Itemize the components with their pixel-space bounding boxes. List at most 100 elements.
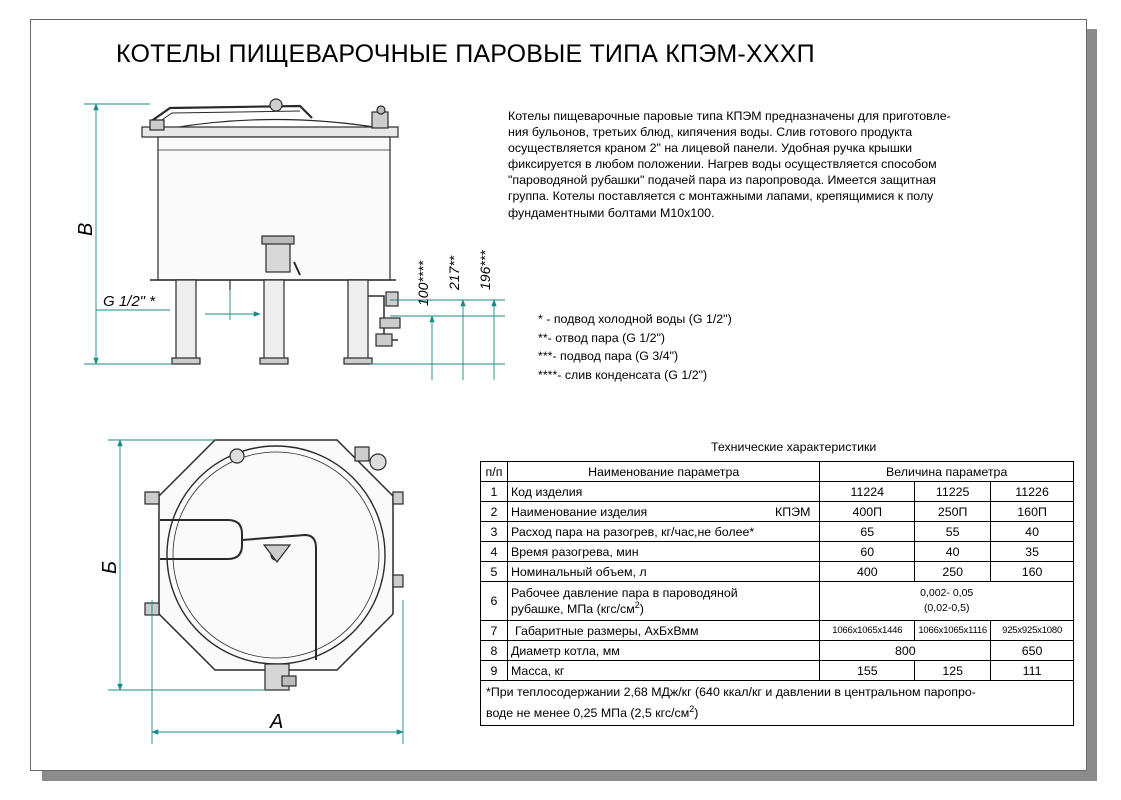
- row-name-text: Диаметр котла, мм: [510, 643, 620, 658]
- description-line: группа. Котелы поставляется с монтажными…: [508, 189, 934, 204]
- row-name-text: Время разогрева, мин: [510, 544, 639, 559]
- superscript: 2: [634, 599, 640, 610]
- cell-value: 800: [819, 640, 992, 661]
- cell-value: 250П: [914, 501, 992, 522]
- row-name: Код изделия: [506, 481, 821, 502]
- table-row: 7 Габаритные размеры, АхБхВмм 1066x1065x…: [480, 620, 1074, 641]
- row-name-text: ): [639, 602, 644, 617]
- cell-value: 400П: [819, 501, 916, 522]
- row-name: Диаметр котла, мм: [506, 640, 821, 661]
- description-line: Котелы пищеварочные паровые типа КПЭМ пр…: [508, 109, 951, 123]
- table-row: 5 Номинальный объем, л 400 250 160: [480, 561, 1074, 582]
- dim-label-a: А: [269, 711, 283, 733]
- description-line: фиксируется в любом положении. Нагрев во…: [508, 157, 937, 172]
- top-view-dimensions: [108, 439, 404, 744]
- cell-value: 125: [914, 660, 992, 681]
- header-name: Наименование параметра: [506, 461, 821, 482]
- front-view-drawing: [141, 98, 401, 365]
- dim-label-196: 196***: [477, 250, 493, 290]
- connection-notes: * - подвод холодной воды (G 1/2") **- от…: [538, 310, 732, 384]
- row-name: Время разогрева, мин: [506, 541, 821, 562]
- note-item: ****- слив конденсата (G 1/2"): [538, 367, 708, 382]
- front-view-dimensions: [84, 103, 505, 380]
- cell-value: 55: [914, 521, 992, 542]
- cell-value: 160П: [990, 501, 1074, 522]
- cell-value: 40: [914, 541, 992, 562]
- note-item: ***- подвод пара (G 3/4"): [538, 349, 679, 364]
- cell-value: 65: [819, 521, 916, 542]
- cell-value: 35: [990, 541, 1074, 562]
- superscript: 2: [689, 704, 695, 714]
- dim-label-217: 217**: [446, 255, 462, 291]
- row-name-text: Код изделия: [510, 484, 583, 499]
- row-num: 4: [480, 541, 508, 562]
- row-num: 1: [480, 481, 508, 502]
- row-name-suffix: КПЭМ: [775, 504, 811, 519]
- footnote-line-2: воде не менее 0,25 МПа (2,5 кгс/см2): [486, 701, 1068, 722]
- dim-label-v: В: [75, 223, 97, 236]
- row-num: 9: [480, 660, 508, 681]
- header-num: п/п: [480, 461, 508, 482]
- table-row: 1 Код изделия 11224 11225 11226: [480, 481, 1074, 502]
- cell-value: 250: [914, 561, 992, 582]
- cell-value: 111: [990, 660, 1074, 681]
- row-name-text: рубашке, МПа (кгс/см: [510, 602, 635, 617]
- row-name: Номинальный объем, л: [506, 561, 821, 582]
- row-name-text: Расход пара на разогрев, кг/час,не более…: [510, 524, 755, 539]
- cell-value: 155: [819, 660, 916, 681]
- cell-value: 650: [990, 640, 1074, 661]
- cell-value: 1066x1065x1116: [914, 620, 992, 641]
- table-row: 9 Масса, кг 155 125 111: [480, 660, 1074, 681]
- row-num: 2: [480, 501, 508, 522]
- footnote-text: воде не менее 0,25 МПа (2,5 кгс/см: [486, 706, 690, 721]
- row-name-text: Рабочее давление пара в пароводяной: [510, 585, 738, 600]
- product-description: Котелы пищеварочные паровые типа КПЭМ пр…: [508, 108, 1028, 221]
- table-row: 2 Наименование изделия КПЭМ 400П 250П 160…: [480, 501, 1074, 522]
- dim-label-b: Б: [99, 561, 121, 574]
- row-num: 7: [480, 620, 508, 641]
- top-view-drawing: [144, 439, 404, 691]
- row-name-text: Наименование изделия: [510, 504, 648, 519]
- page-title: КОТЕЛЫ ПИЩЕВАРОЧНЫЕ ПАРОВЫЕ ТИПА КПЭМ-ХХ…: [116, 40, 815, 68]
- cell-value: 925x925x1080: [990, 620, 1074, 641]
- table-caption: Технические характеристики: [711, 440, 877, 454]
- dim-label-g: G 1/2" *: [103, 293, 156, 310]
- row-name: Наименование изделия КПЭМ: [506, 501, 821, 522]
- row-name-text-2: рубашке, МПа (кгс/см2): [511, 600, 816, 616]
- header-value: Величина параметра: [819, 461, 1074, 482]
- row-num: 3: [480, 521, 508, 542]
- description-line: осуществляется краном 2" на лицевой пане…: [508, 141, 913, 156]
- table-footnote: *При теплосодержании 2,68 МДж/кг (640 кк…: [480, 679, 1074, 727]
- table-row: 6 Рабочее давление пара в пароводяной ру…: [480, 581, 1074, 621]
- dim-label-100: 100****: [415, 260, 431, 306]
- table-row: 4 Время разогрева, мин 60 40 35: [480, 541, 1074, 562]
- cell-value: 0,002- 0,05 (0,02-0,5): [819, 581, 1074, 621]
- cell-value: 400: [819, 561, 916, 582]
- table-footnote-row: *При теплосодержании 2,68 МДж/кг (640 кк…: [480, 679, 1074, 727]
- note-item: * - подвод холодной воды (G 1/2"): [538, 312, 732, 326]
- row-name-text: Номинальный объем, л: [510, 564, 647, 579]
- specs-table: п/п Наименование параметра Величина пара…: [480, 461, 1074, 727]
- value-line: 0,002- 0,05: [920, 587, 974, 599]
- description-line: фундаментными болтами М10х100.: [508, 205, 715, 220]
- row-name-text: Масса, кг: [510, 663, 565, 678]
- cell-value: 40: [990, 521, 1074, 542]
- cell-value: 60: [819, 541, 916, 562]
- table-header-row: п/п Наименование параметра Величина пара…: [480, 461, 1074, 482]
- cell-value: 11225: [914, 481, 992, 502]
- row-num: 6: [480, 581, 508, 621]
- row-name: Рабочее давление пара в пароводяной руба…: [506, 581, 821, 621]
- footnote-line: *При теплосодержании 2,68 МДж/кг (640 кк…: [486, 685, 976, 699]
- row-name: Расход пара на разогрев, кг/час,не более…: [506, 521, 821, 542]
- table-row: 8 Диаметр котла, мм 800 650: [480, 640, 1074, 661]
- cell-value: 160: [990, 561, 1074, 582]
- row-name: Габаритные размеры, АхБхВмм: [506, 620, 821, 641]
- row-num: 8: [480, 640, 508, 661]
- row-name: Масса, кг: [506, 660, 821, 681]
- cell-value: 11224: [819, 481, 916, 502]
- description-line: ния бульонов, третьих блюд, кипячения во…: [508, 125, 913, 140]
- value-line: (0,02-0,5): [923, 602, 970, 614]
- cell-value: 1066x1065x1446: [819, 620, 916, 641]
- footnote-text: ): [694, 706, 699, 721]
